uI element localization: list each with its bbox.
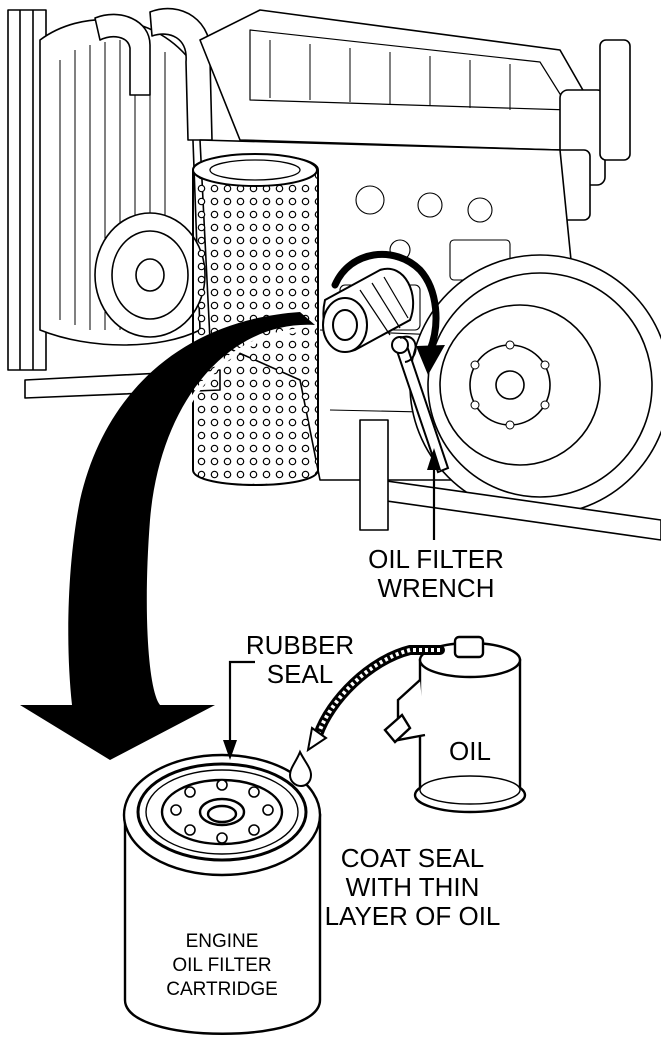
- removal-arrow: [20, 312, 315, 760]
- coat-seal-label: COAT SEAL WITH THIN LAYER OF OIL: [310, 843, 515, 932]
- oil-can-label: OIL: [432, 736, 508, 766]
- rubber-seal-label-line-2: SEAL: [266, 659, 334, 690]
- cartridge-label: ENGINE OIL FILTER CARTRIDGE: [142, 930, 302, 1001]
- rubber-seal-label: RUBBER SEAL: [238, 630, 362, 690]
- rubber-seal-label-line-1: RUBBER: [245, 630, 355, 660]
- installed-oil-filter: [322, 267, 415, 353]
- wrench-label: OIL FILTER WRENCH: [352, 544, 520, 604]
- coat-seal-label-line-2: WITH THIN: [345, 872, 480, 903]
- wrench-leader: [427, 448, 441, 540]
- removal-arrow-highlight: [152, 328, 301, 691]
- cartridge-label-line-2: OIL FILTER: [172, 954, 272, 976]
- oil-drop-icon: [288, 749, 313, 788]
- oil-filter-cartridge: [122, 753, 322, 1035]
- cartridge-label-line-3: CARTRIDGE: [166, 978, 278, 1000]
- oil-can-spout: [306, 645, 445, 753]
- rotation-arrow: [331, 251, 440, 354]
- rotation-arrow-head: [416, 345, 445, 375]
- wrench-label-line-2: WRENCH: [377, 573, 495, 604]
- coat-seal-label-line-1: COAT SEAL: [340, 843, 485, 873]
- coat-seal-label-line-3: LAYER OF OIL: [324, 901, 501, 932]
- oil-can-label-text: OIL: [449, 736, 491, 766]
- engine-illustration: [7, 7, 661, 541]
- wrench-label-line-1: OIL FILTER: [368, 544, 504, 574]
- cartridge-label-line-1: ENGINE: [185, 931, 259, 952]
- seal-leader: [223, 660, 255, 760]
- oil-can: [383, 635, 527, 814]
- oil-filter-wrench: [391, 335, 450, 474]
